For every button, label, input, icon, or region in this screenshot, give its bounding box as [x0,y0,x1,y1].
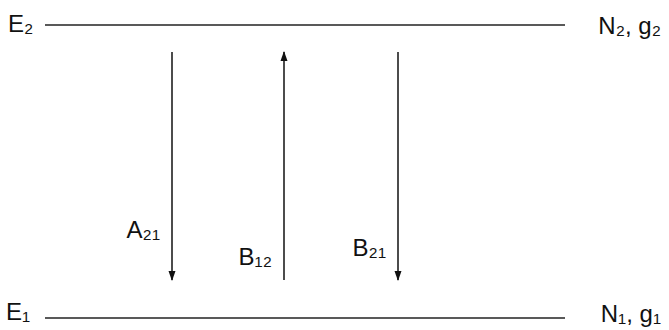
transition-label: A₂₁ [125,216,162,244]
upper-level-line [45,24,565,26]
population-degeneracy-label: N₂, g₂ [598,12,661,40]
transition-label: B₂₁ [351,234,388,262]
population-degeneracy-label: N₁, g₁ [601,300,661,328]
energy-label: E₂ [8,10,33,38]
transition-label: B₁₂ [237,243,274,271]
transition-arrow [283,52,285,280]
lower-level-line [45,317,565,319]
energy-label: E₁ [6,298,30,326]
energy-level-band: E₂ N₂, g₂ [0,8,669,52]
energy-level-band: E₁ N₁, g₁ [0,280,669,328]
transition-arrow [397,52,399,280]
transition-arrow [171,52,173,280]
